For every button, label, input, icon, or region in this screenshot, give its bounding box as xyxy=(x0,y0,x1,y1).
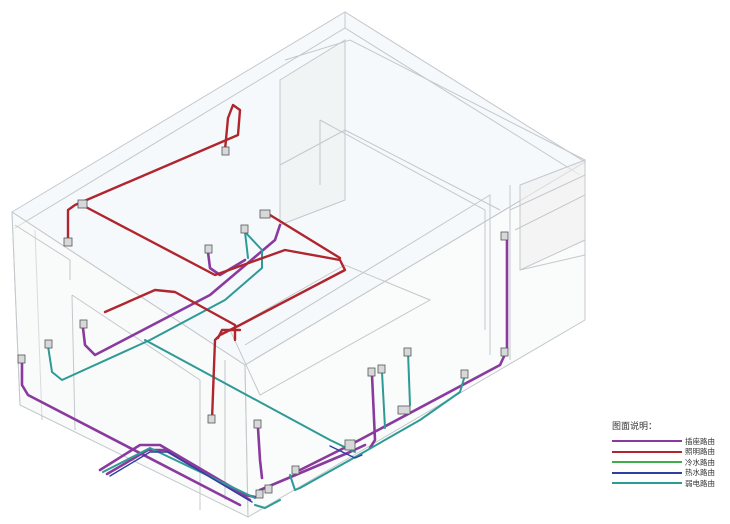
hot-water-pipe xyxy=(329,445,363,459)
lighting-pipe xyxy=(80,203,347,422)
lighting-pipe xyxy=(66,103,242,242)
legend-label: 插座路由 xyxy=(685,436,715,446)
legend-swatch xyxy=(612,440,682,443)
outlet-box xyxy=(259,209,271,219)
outlet-box xyxy=(397,405,411,415)
legend-label: 冷水路由 xyxy=(685,457,715,467)
wall-edge xyxy=(34,229,43,421)
socket-pipe xyxy=(298,238,509,472)
legend-swatch xyxy=(612,482,682,485)
lv-pipe xyxy=(47,231,263,381)
outlet-box xyxy=(207,414,216,424)
outlet-box xyxy=(240,224,249,234)
socket-pipe xyxy=(81,223,282,357)
lighting-pipe xyxy=(216,328,242,340)
floor-opening xyxy=(229,264,432,396)
outlet-box xyxy=(79,319,88,329)
wall-outline xyxy=(14,224,71,280)
socket-pipe xyxy=(368,373,377,450)
legend-swatch xyxy=(612,461,682,464)
outlet-box xyxy=(17,354,26,364)
outlet-box xyxy=(403,347,412,357)
annex-outline xyxy=(509,174,586,231)
lighting-route xyxy=(66,103,347,422)
hot-water-route xyxy=(109,445,363,503)
partition-outline xyxy=(279,129,501,211)
outlet-box xyxy=(221,146,230,156)
outlet-box xyxy=(291,465,300,475)
outlet-box xyxy=(255,489,264,499)
wall-edge xyxy=(71,294,76,431)
socket-pipe xyxy=(256,426,264,480)
legend-title: 图面说明： xyxy=(612,422,658,432)
outlet-box xyxy=(367,367,376,377)
outlet-box xyxy=(253,419,262,429)
outlet-box xyxy=(264,484,273,494)
lv-pipe xyxy=(407,351,411,406)
outlet-box xyxy=(63,237,73,247)
outlet-box xyxy=(500,347,509,357)
wall-outline xyxy=(71,294,201,510)
outlet-box xyxy=(500,231,509,241)
lighting-pipe xyxy=(268,213,342,260)
lv-pipe xyxy=(244,231,249,259)
lv-pipe xyxy=(381,371,386,429)
wall-outline xyxy=(244,194,491,355)
legend-row-lighting: 照明路由 xyxy=(612,447,728,458)
outlet-box xyxy=(344,439,356,451)
lv-pipe xyxy=(102,447,256,499)
hot-water-pipe xyxy=(109,451,253,503)
lv-pipe xyxy=(289,374,466,491)
legend-label: 热水路由 xyxy=(685,468,715,478)
outlet-boxes xyxy=(17,146,509,499)
legend-swatch xyxy=(612,471,682,474)
annex-wall xyxy=(519,159,586,271)
lv-pipe xyxy=(254,499,281,509)
outlet-box xyxy=(77,199,88,209)
annex-outline xyxy=(519,254,586,275)
outlet-box xyxy=(44,339,53,349)
legend-label: 照明路由 xyxy=(685,447,715,457)
legend: 图面说明： 插座路由 照明路由 冷水路由 热水路由 弱电路由 xyxy=(612,419,728,489)
legend-row-cold-water: 冷水路由 xyxy=(612,457,728,468)
outlet-box xyxy=(377,364,386,374)
outlet-box xyxy=(460,369,469,379)
wall-front-right xyxy=(244,161,586,518)
legend-label: 弱电路由 xyxy=(685,478,715,488)
socket-route xyxy=(20,223,509,507)
room-walls xyxy=(11,11,586,518)
legend-row-low-voltage: 弱电路由 xyxy=(612,478,728,489)
partition-outline xyxy=(284,39,586,161)
legend-row-hot-water: 热水路由 xyxy=(612,468,728,479)
outlet-box xyxy=(204,244,213,254)
legend-swatch xyxy=(612,450,682,453)
partition-outline xyxy=(319,119,486,330)
partition-wall xyxy=(279,39,346,226)
legend-row-socket: 插座路由 xyxy=(612,436,728,447)
